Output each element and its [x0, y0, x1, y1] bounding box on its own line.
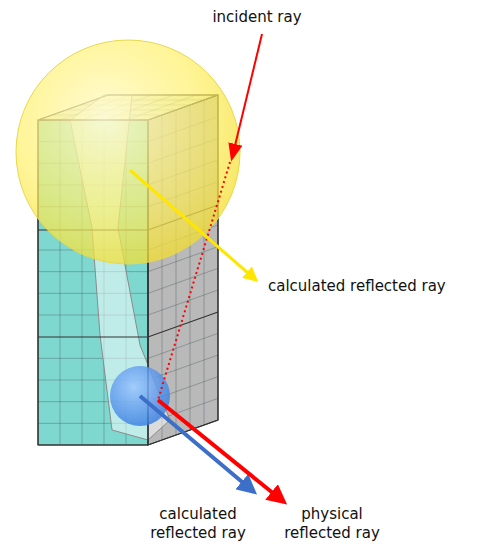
grid-line: [148, 333, 218, 358]
ray-label: physical reflected ray: [272, 505, 392, 543]
grid-line: [38, 293, 148, 294]
label-holder: incident ray: [212, 8, 301, 27]
ray-label: calculated reflected ray: [138, 505, 258, 543]
label-holder: calculated reflected ray: [138, 505, 258, 543]
blue-reflected-ray: [140, 396, 254, 492]
label-holder: calculated reflected ray: [268, 277, 446, 296]
yellow-reflected-ray: [130, 170, 256, 280]
grid-line: [148, 290, 218, 315]
incident-ray: [232, 34, 262, 158]
grid-line: [38, 271, 148, 272]
ray-label: incident ray: [212, 8, 301, 27]
physical-reflected-ray: [158, 400, 284, 502]
ray-label: calculated reflected ray: [268, 277, 446, 296]
yellow-sphere: [16, 40, 240, 264]
grid-line: [148, 268, 218, 293]
label-holder: physical reflected ray: [272, 505, 392, 543]
cube-edge: [38, 312, 218, 337]
incident-ray-hidden: [158, 162, 230, 400]
